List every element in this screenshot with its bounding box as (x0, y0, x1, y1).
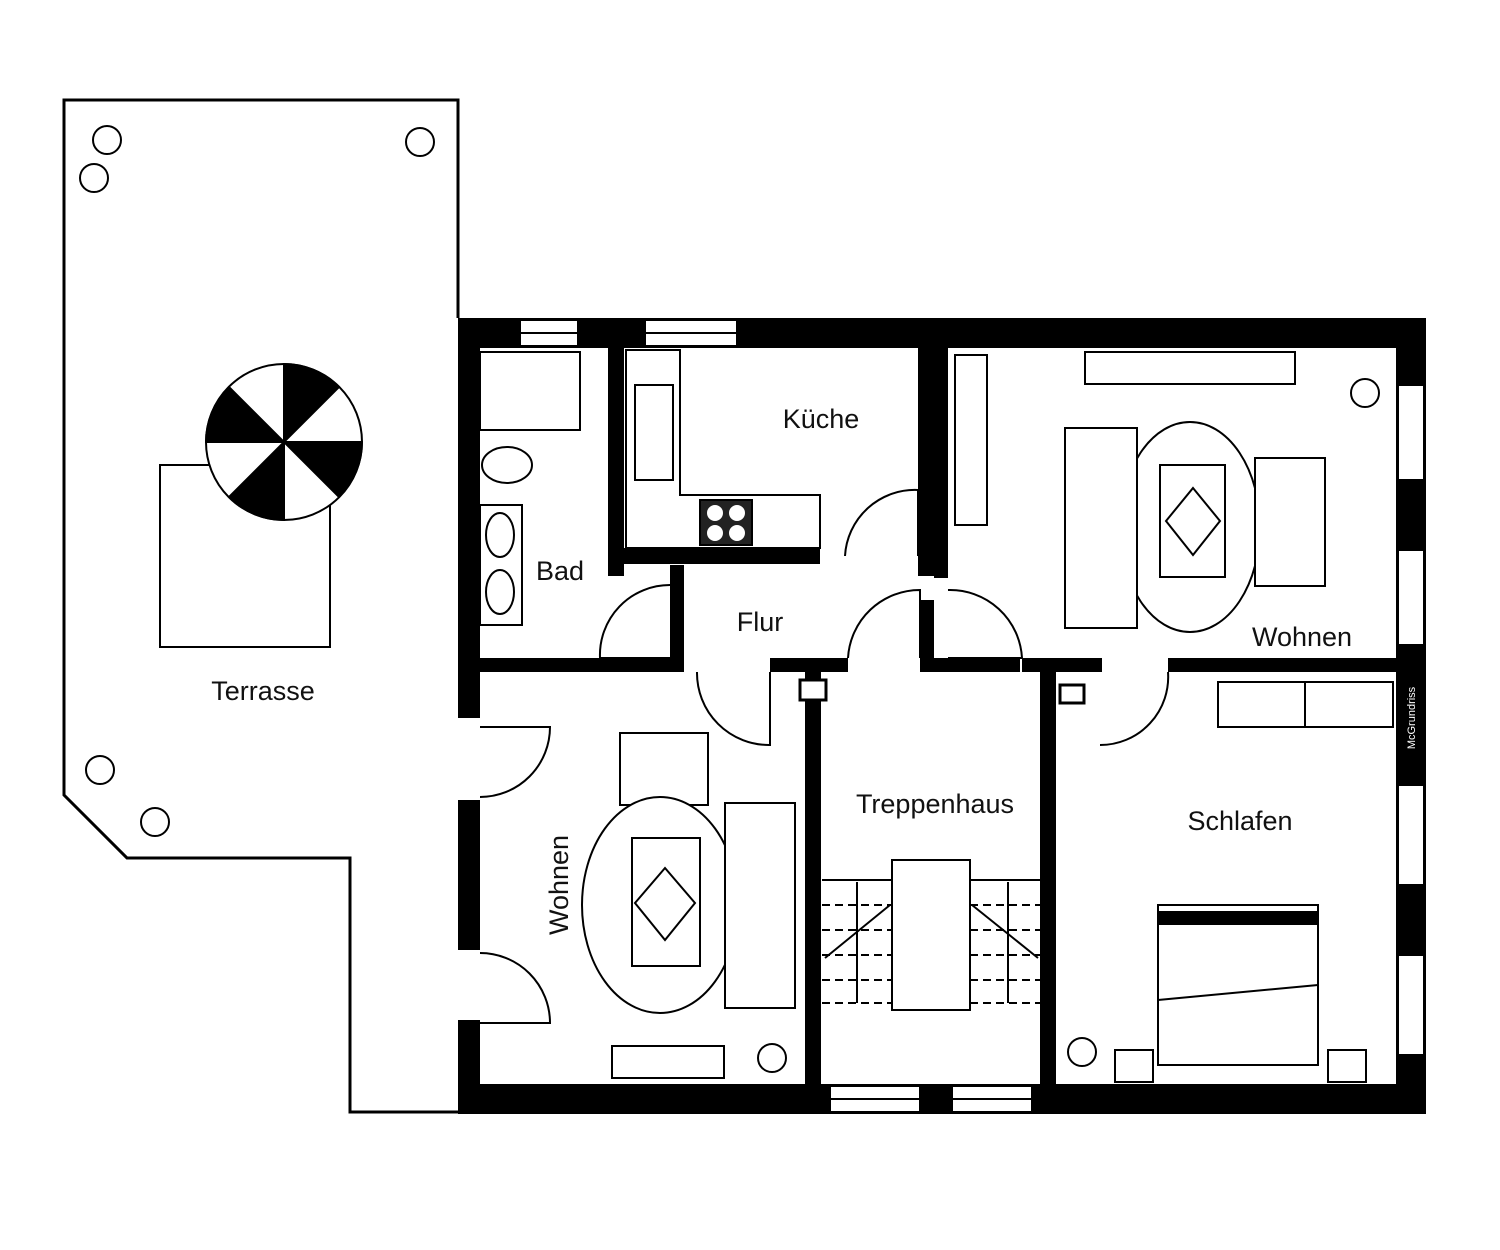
room-label-hall: Flur (737, 607, 784, 637)
room-label-bedroom: Schlafen (1187, 806, 1292, 836)
living-left-furniture (581, 732, 796, 1079)
room-label-stairwell: Treppenhaus (856, 789, 1014, 819)
terrace-outline (62, 98, 470, 1114)
bedroom-furniture (1114, 681, 1394, 1083)
terrace-furniture (159, 362, 364, 648)
kitchen-counter (625, 349, 821, 549)
room-label-living-right: Wohnen (1252, 622, 1352, 652)
watermark: McGrundriss (1406, 686, 1418, 749)
bath-fixtures (479, 351, 581, 626)
stairs (822, 859, 1040, 1011)
room-label-terrace: Terrasse (211, 676, 315, 706)
interior-walls (480, 318, 1398, 1112)
room-label-bath: Bad (536, 556, 584, 586)
room-label-living-left: Wohnen (544, 835, 574, 935)
room-label-kitchen: Küche (783, 404, 860, 434)
plant-icons (79, 125, 1380, 1073)
doors (479, 488, 1170, 1024)
windows (519, 319, 1425, 1113)
living-right-furniture (954, 351, 1326, 633)
